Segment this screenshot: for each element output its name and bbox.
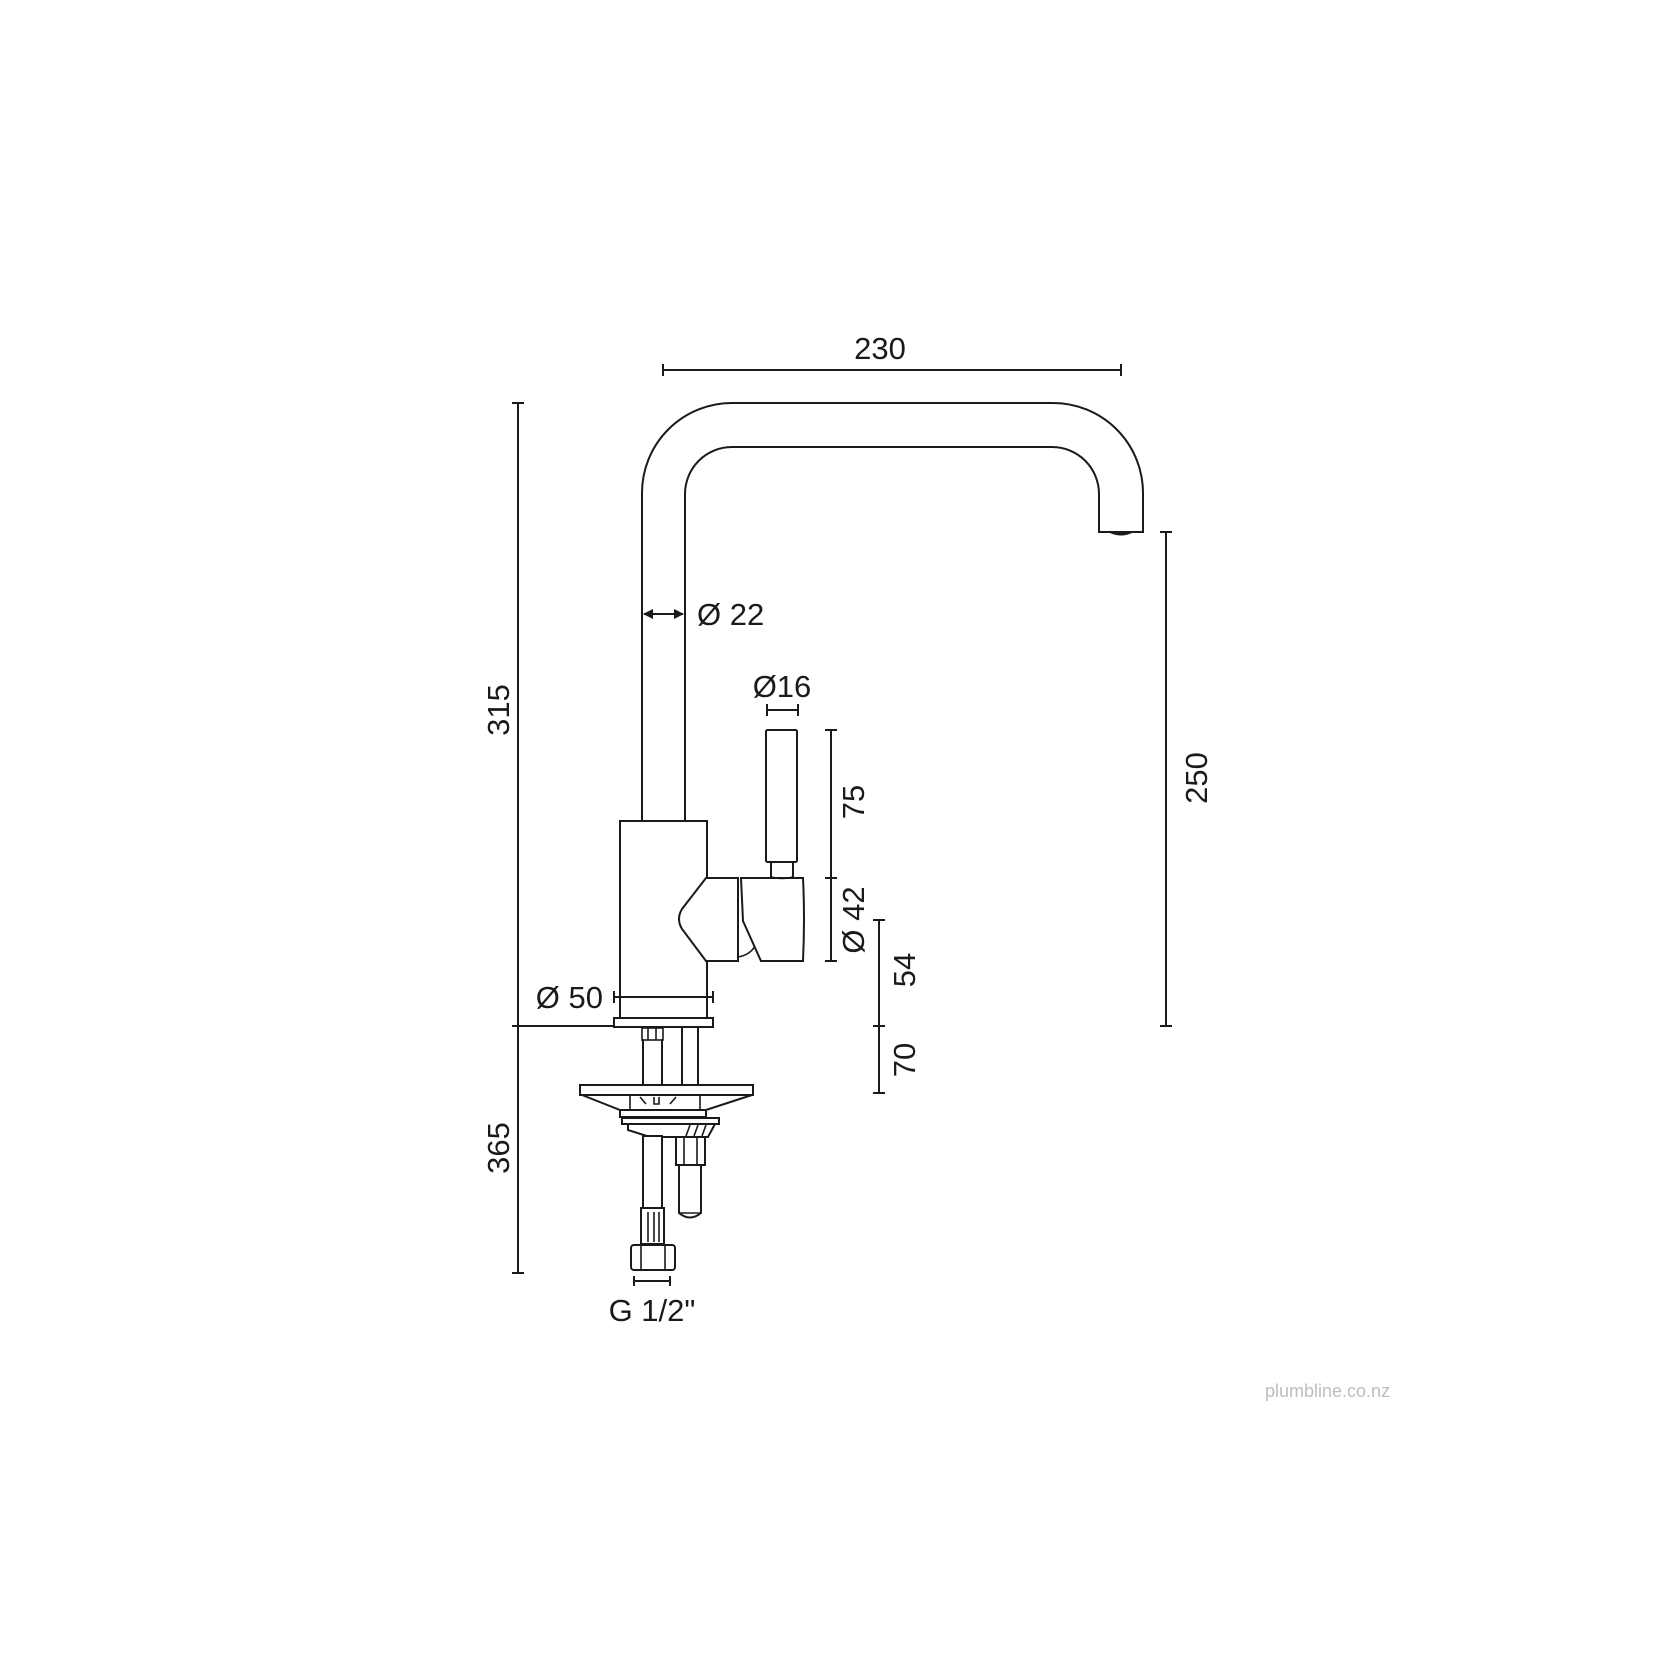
dimension-labels: 230 315 365 250 Ø 22 Ø16 75 Ø 42 54 70 Ø… [481, 331, 1214, 1328]
label-lever-length: 75 [836, 785, 871, 819]
aerator [1110, 533, 1132, 536]
handle [678, 729, 805, 962]
label-spout-reach: 230 [854, 331, 906, 366]
label-hub-offset: 54 [887, 953, 922, 987]
label-handle-height: 70 [887, 1043, 922, 1077]
label-total-height: 315 [481, 684, 516, 736]
label-body-diameter: Ø 50 [536, 980, 603, 1015]
label-lever-diameter: Ø16 [753, 669, 812, 704]
mounting-hardware [579, 1027, 754, 1271]
spout [641, 402, 1144, 822]
label-below-deck: 365 [481, 1122, 516, 1174]
label-outlet-height: 250 [1179, 752, 1214, 804]
label-hub-diameter: Ø 42 [836, 886, 871, 953]
label-thread: G 1/2" [609, 1293, 696, 1328]
label-tube-diameter: Ø 22 [697, 597, 764, 632]
watermark: plumbline.co.nz [1265, 1381, 1391, 1401]
dimension-lines [512, 364, 1172, 1286]
